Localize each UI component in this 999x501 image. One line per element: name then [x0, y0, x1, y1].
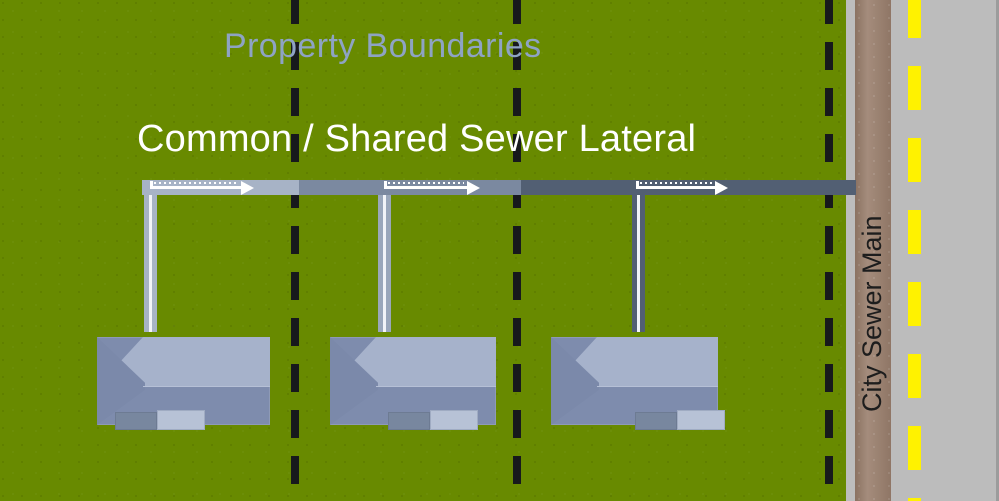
road-centerline	[908, 0, 921, 501]
flow-arrow-shaft	[150, 186, 242, 189]
flow-arrow-2	[384, 181, 480, 195]
flow-arrow-head	[715, 181, 728, 195]
house-roof-ridge	[376, 386, 496, 387]
house-3-porch-right	[677, 410, 725, 430]
lateral-pipe-1	[144, 190, 157, 332]
house-roof-ridge	[597, 386, 718, 387]
street-verge	[846, 0, 855, 501]
house-1-porch-right	[157, 410, 205, 430]
property-boundaries-label: Property Boundaries	[224, 27, 542, 65]
flow-arrow-riser	[636, 181, 639, 189]
house-3-porch-left	[635, 412, 677, 430]
lateral-flow-core-1	[149, 190, 152, 332]
flow-arrow-riser	[384, 181, 387, 189]
lateral-pipe-2	[378, 190, 391, 332]
property-boundary-1	[291, 0, 299, 501]
lateral-pipe-3	[632, 190, 645, 332]
flow-arrow-riser	[150, 181, 153, 189]
city-sewer-main-label: City Sewer Main	[857, 215, 887, 412]
road-edge-line	[996, 0, 999, 501]
flow-arrow-dotted-trace	[154, 182, 238, 184]
house-1	[97, 337, 270, 425]
lateral-flow-core-2	[383, 190, 386, 332]
flow-arrow-shaft	[636, 186, 716, 189]
house-roof-ridge	[143, 386, 270, 387]
diagram-title: Common / Shared Sewer Lateral	[137, 118, 697, 160]
property-boundary-2	[513, 0, 521, 501]
flow-arrow-head	[241, 181, 254, 195]
city-sewer-main-band	[855, 0, 891, 501]
property-boundary-3	[825, 0, 833, 501]
flow-arrow-dotted-trace	[640, 182, 712, 184]
flow-arrow-dotted-trace	[388, 182, 464, 184]
flow-arrow-head	[467, 181, 480, 195]
flow-arrow-3	[636, 181, 728, 195]
flow-arrow-shaft	[384, 186, 468, 189]
house-2-porch-left	[388, 412, 430, 430]
house-1-porch-left	[115, 412, 157, 430]
house-2-porch-right	[430, 410, 478, 430]
flow-arrow-1	[150, 181, 254, 195]
lateral-flow-core-3	[637, 190, 640, 332]
